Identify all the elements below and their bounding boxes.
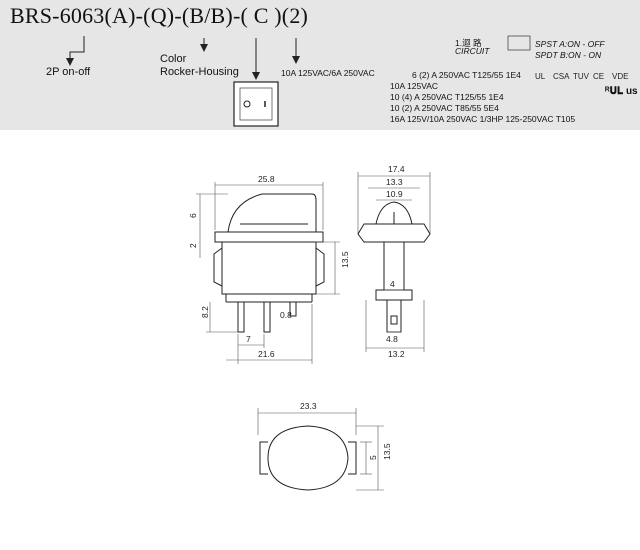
side-view: 17.4 13.3 10.9 4 4.8 13.2 [357,164,431,359]
side-rocker-dim: 10.9 [386,189,403,199]
tab-width-dim: 4 [390,279,395,289]
tab-height-dim: 4.8 [386,334,398,344]
ul-recognized-icon: ᴿ𝐔𝐋 us [605,86,638,97]
front-view: 25.8 6 2 13.5 8.2 0.8 7 21.6 [188,174,350,364]
front-rocker-height-dim: 6 [188,213,198,218]
top-height-dim: 13.5 [382,443,392,460]
circuit-label-en: CIRCUIT [455,46,490,56]
switch-front-icon [233,81,279,127]
side-flange-dim: 13.3 [386,177,403,187]
side-overall-dim: 17.4 [388,164,405,174]
bottom-width-dim: 21.6 [258,349,275,359]
front-width-dim: 25.8 [258,174,275,184]
poles-callout: 2P on-off [46,66,91,78]
rating-line-3: 10 (4) A 250VAC T125/55 1E4 [390,92,504,102]
rating-line-1: 6 (2) A 250VAC T125/55 1E4 [412,70,521,80]
pin-width-dim: 0.8 [280,310,292,320]
cert-csa-icon: CSA [553,72,570,81]
spst-label: SPST A:ON - OFF [535,39,605,49]
circuit-symbol-icon [507,35,531,51]
header-panel [0,0,640,130]
technical-drawing: 25.8 6 2 13.5 8.2 0.8 7 21.6 17.4 13.3 1… [188,164,431,491]
cert-vde-icon: VDE [612,72,629,81]
top-view: 23.3 13.5 5 [257,401,392,491]
cert-ce-icon: CE [593,72,605,81]
cert-tuv-icon: TUV [573,72,589,81]
rating-line-2: 10A 125VAC [390,81,439,91]
pin-pitch-dim: 7 [246,334,251,344]
model-code: BRS-6063(A)-(Q)-(B/B)-( C )(2) [10,3,309,28]
pin-length-dim: 8.2 [200,306,210,318]
front-body-height-dim: 13.5 [340,251,350,268]
rating-callout: 10A 125VAC/6A 250VAC [281,68,375,78]
rating-line-5: 16A 125V/10A 250VAC 1/3HP 125-250VAC T10… [390,114,576,124]
rocker-housing-callout: Rocker-Housing [160,66,239,78]
side-body-width-dim: 13.2 [388,349,405,359]
top-length-dim: 23.3 [300,401,317,411]
callout-lines [66,35,531,127]
cert-ul-icon: UL [535,72,546,81]
color-callout: Color [160,53,187,65]
circuit-label-cn: 1.迴 路 [455,38,482,48]
front-flange-dim: 2 [188,243,198,248]
spdt-label: SPDT B:ON - ON [535,50,602,60]
rating-line-4: 10 (2) A 250VAC T85/55 5E4 [390,103,499,113]
top-inner-dim: 5 [368,455,378,460]
